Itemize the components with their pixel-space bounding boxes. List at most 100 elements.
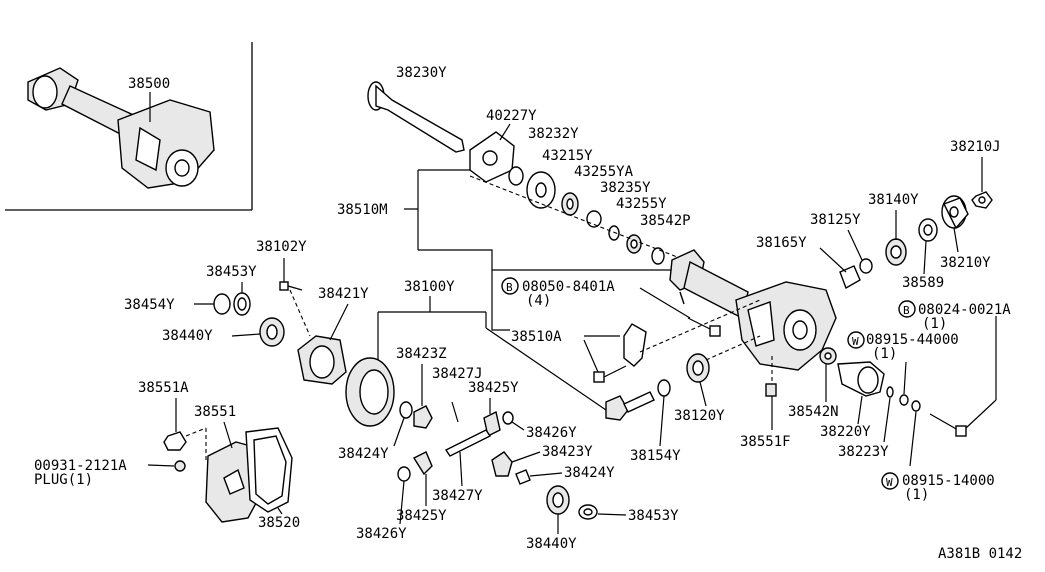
flange-38210Y[interactable]	[941, 195, 969, 230]
label-38125Y: 38125Y	[810, 212, 861, 228]
shim-38453Y[interactable]	[233, 292, 251, 316]
alignment-line	[469, 175, 691, 263]
leader	[511, 451, 541, 463]
gear-38423Y[interactable]	[491, 451, 513, 477]
leader	[147, 464, 175, 467]
bolt-symbol-icon	[898, 300, 916, 318]
label-38440Y-b: 38440Y	[526, 536, 577, 552]
part-seal[interactable]	[651, 247, 665, 265]
part-38140Y[interactable]	[885, 238, 907, 266]
part-38232Y[interactable]	[508, 166, 524, 186]
label-38426Y-a: 38426Y	[526, 425, 577, 441]
part-38223Y[interactable]	[886, 386, 894, 398]
label-38440Y-a: 38440Y	[162, 328, 213, 344]
bolt-08024[interactable]	[929, 413, 967, 437]
diff-case[interactable]	[297, 335, 347, 385]
symbol-w2: W	[886, 476, 893, 489]
leader	[903, 361, 907, 395]
label-38424Y-b: 38424Y	[564, 465, 615, 481]
part-38125Y[interactable]	[859, 258, 873, 274]
label-38102Y: 38102Y	[256, 239, 307, 255]
part-43255Y[interactable]	[608, 225, 620, 241]
bolt-symbol-icon	[501, 277, 519, 295]
ring-gear[interactable]	[345, 357, 395, 427]
retainer-plate[interactable]	[469, 131, 515, 183]
part-43215Y[interactable]	[526, 171, 556, 209]
leader	[923, 240, 927, 275]
label-38425Y-a: 38425Y	[468, 380, 519, 396]
label-38154Y: 38154Y	[630, 448, 681, 464]
label-08915-14: 08915-14000	[902, 473, 995, 489]
leader	[277, 507, 283, 515]
label-38424Y-a: 38424Y	[338, 446, 389, 462]
bolt-38102Y[interactable]	[279, 281, 303, 291]
label-38423Z: 38423Z	[396, 346, 447, 362]
axle-assembly-image[interactable]	[27, 67, 215, 189]
symbol-b2: B	[903, 304, 910, 317]
washer-08915-44[interactable]	[899, 394, 909, 406]
bolt-38551A[interactable]	[163, 431, 187, 451]
label-38100Y: 38100Y	[404, 279, 455, 295]
label-38165Y: 38165Y	[756, 235, 807, 251]
washer-38426Y-b[interactable]	[397, 466, 411, 482]
flange-38220Y[interactable]	[837, 361, 885, 397]
shim-38454Y[interactable]	[213, 293, 231, 315]
gasket-38520[interactable]	[245, 427, 293, 513]
washer-38424Y[interactable]	[399, 401, 413, 419]
label-38425Y-b: 38425Y	[396, 508, 447, 524]
washer-08915-14[interactable]	[911, 400, 921, 412]
axle-housing[interactable]	[669, 249, 837, 371]
washer-38424Y-b[interactable]	[515, 469, 531, 485]
leader	[499, 123, 511, 141]
label-38453Y-b: 38453Y	[628, 508, 679, 524]
part-38589[interactable]	[918, 218, 938, 242]
label-43255Y: 43255Y	[616, 196, 667, 212]
leader	[399, 480, 405, 525]
label-38551: 38551	[194, 404, 236, 420]
pin-38427J[interactable]	[451, 401, 459, 423]
label-38589: 38589	[902, 275, 944, 291]
label-08915-44: 08915-44000	[866, 332, 959, 348]
drive-pinion[interactable]	[605, 391, 655, 421]
bearing-38440Y-b[interactable]	[546, 485, 570, 515]
washer-symbol-icon	[881, 472, 899, 490]
bracket-38510A[interactable]	[623, 323, 647, 367]
leader	[529, 472, 563, 477]
washer-symbol-icon	[847, 331, 865, 349]
label-38235Y: 38235Y	[600, 180, 651, 196]
leader	[223, 421, 233, 449]
shim-38453Y-b[interactable]	[578, 504, 598, 520]
symbol-b: B	[506, 281, 513, 294]
label-38510A: 38510A	[511, 329, 562, 345]
label-38423Y: 38423Y	[542, 444, 593, 460]
leader	[965, 399, 997, 429]
dash	[289, 289, 311, 337]
label-38210Y: 38210Y	[940, 255, 991, 271]
washer-38426Y[interactable]	[502, 411, 514, 425]
dash	[185, 427, 207, 437]
part-38551F[interactable]	[765, 383, 777, 397]
label-38223Y: 38223Y	[838, 444, 889, 460]
bearing-38440Y[interactable]	[259, 317, 285, 347]
part-38210J[interactable]	[971, 191, 993, 209]
part-38423Z[interactable]	[413, 405, 433, 429]
part-43255YA[interactable]	[561, 192, 579, 216]
bolt-38510A[interactable]	[593, 365, 627, 383]
part-38120Y[interactable]	[686, 353, 710, 383]
bolt-08050[interactable]	[687, 317, 721, 337]
label-38510M: 38510M	[337, 202, 388, 218]
part-38542P[interactable]	[626, 234, 642, 254]
part-38154Y[interactable]	[657, 379, 671, 397]
gear-38425Y-b[interactable]	[412, 451, 433, 476]
label-38232Y: 38232Y	[528, 126, 579, 142]
part-38542N[interactable]	[819, 347, 837, 365]
label-38426Y-b: 38426Y	[356, 526, 407, 542]
label-38520: 38520	[258, 515, 300, 531]
label-plug: PLUG(1)	[34, 472, 93, 488]
shaft-38427Y[interactable]	[444, 429, 492, 457]
label-38230Y: 38230Y	[396, 65, 447, 81]
drain-plug[interactable]	[174, 460, 186, 472]
label-40227Y: 40227Y	[486, 108, 537, 124]
leader-38510M	[404, 169, 680, 271]
axle-shaft[interactable]	[367, 81, 465, 153]
